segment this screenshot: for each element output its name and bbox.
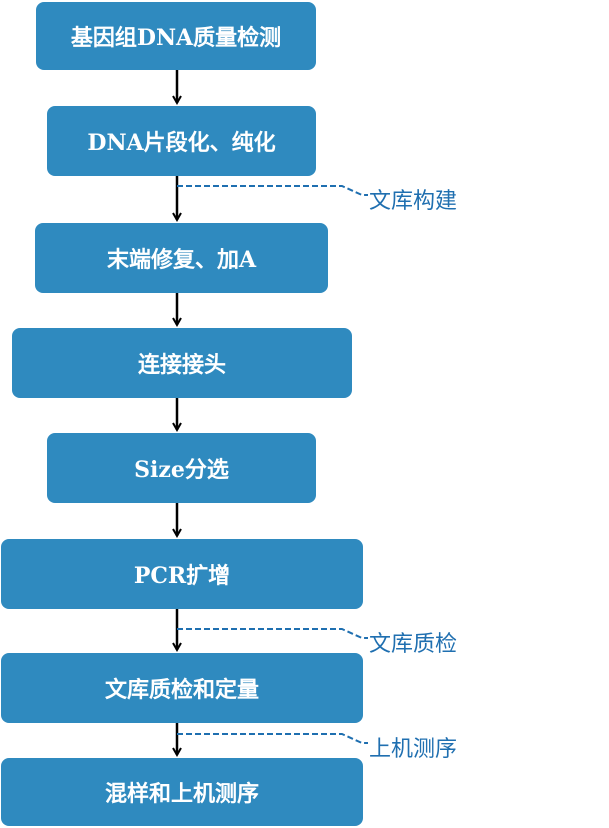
step-label: 混样和上机测序 [104, 781, 259, 807]
step-size-selection: Size分选 [47, 433, 316, 503]
step-adapter-ligation: 连接接头 [12, 328, 352, 398]
step-pooling-sequencing: 混样和上机测序 [1, 758, 363, 826]
step-label: PCR扩增 [133, 563, 231, 589]
step-label: Size分选 [134, 457, 229, 483]
annotation-sequencing: 上机测序 [369, 737, 458, 762]
step-genomic-dna-qc: 基因组DNA质量检测 [36, 2, 316, 70]
step-dna-fragmentation: DNA片段化、纯化 [47, 106, 316, 176]
step-label: DNA片段化、纯化 [87, 130, 276, 156]
leader-library-qc [177, 628, 368, 639]
annotation-library-qc: 文库质检 [369, 632, 458, 657]
step-label: 连接接头 [137, 352, 226, 378]
leader-library-construction [177, 185, 368, 196]
step-label: 基因组DNA质量检测 [70, 25, 282, 51]
leader-sequencing [177, 733, 368, 744]
step-end-repair: 末端修复、加A [35, 223, 328, 293]
annotation-library-construction: 文库构建 [369, 189, 458, 214]
step-library-qc-quant: 文库质检和定量 [1, 653, 363, 723]
step-label: 文库质检和定量 [104, 677, 259, 703]
step-label: 末端修复、加A [106, 247, 257, 273]
step-pcr-amplification: PCR扩增 [1, 539, 363, 609]
